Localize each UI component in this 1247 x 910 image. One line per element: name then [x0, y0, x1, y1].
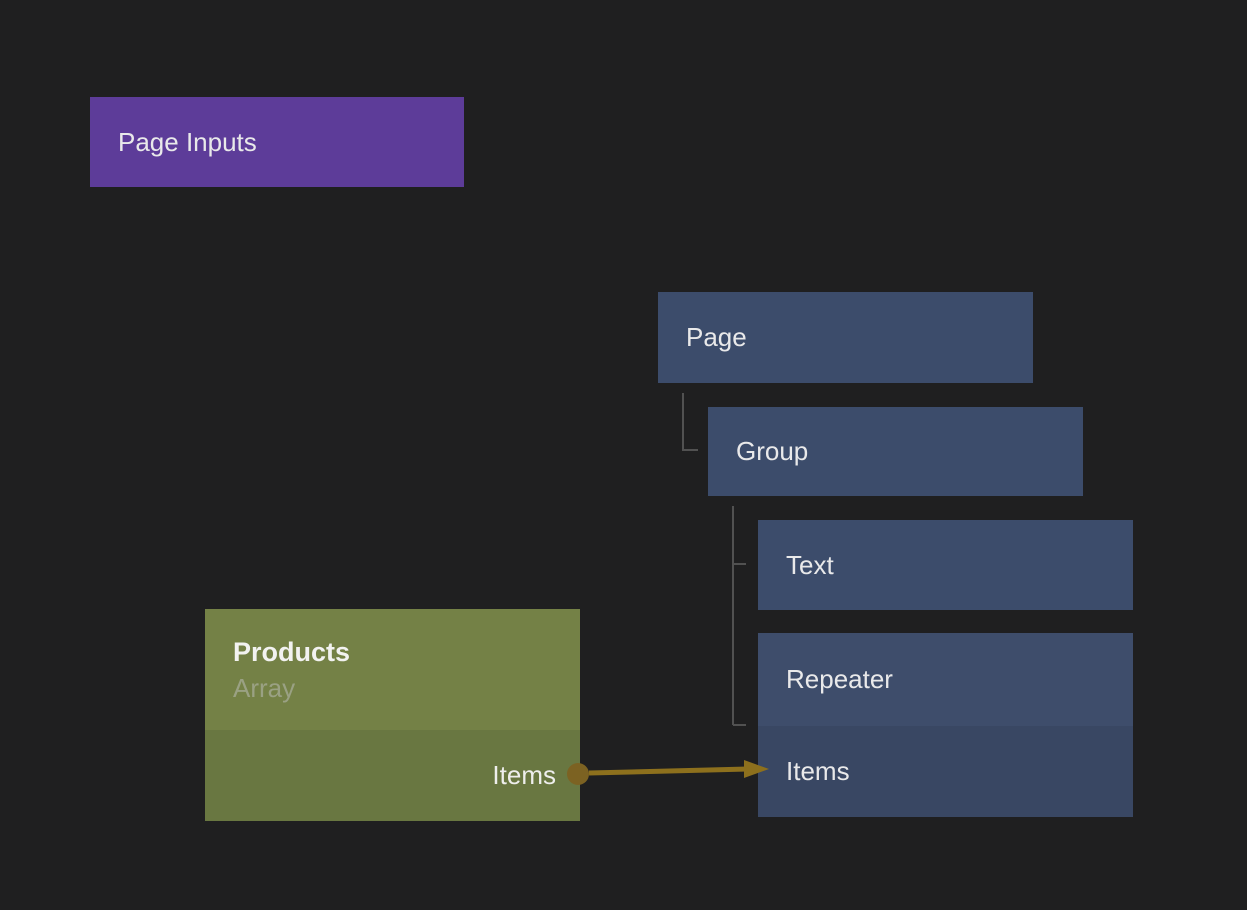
node-products[interactable]: Products Array Items [205, 609, 580, 821]
repeater-items-port-label: Items [786, 756, 850, 786]
repeater-items-input-port[interactable]: Items [758, 726, 1133, 817]
node-page[interactable]: Page [658, 292, 1033, 383]
node-page-label: Page [686, 322, 747, 352]
products-items-port-label: Items [492, 760, 556, 790]
node-text-label: Text [786, 549, 834, 580]
node-page-inputs-label: Page Inputs [118, 126, 257, 157]
tree-connector-group-children [732, 506, 746, 726]
node-repeater-label: Repeater [786, 664, 893, 694]
node-group[interactable]: Group [708, 407, 1083, 496]
node-repeater[interactable]: Repeater Items [758, 633, 1133, 817]
node-group-label: Group [736, 436, 809, 466]
node-products-header[interactable]: Products Array [205, 609, 580, 730]
tree-connector-page-group [682, 393, 698, 451]
products-items-output-port[interactable]: Items [205, 730, 580, 821]
node-text[interactable]: Text [758, 520, 1133, 610]
node-products-type-label: Array [233, 673, 296, 703]
node-repeater-header[interactable]: Repeater [758, 633, 1133, 726]
node-page-inputs[interactable]: Page Inputs [90, 97, 464, 187]
items-binding-connection[interactable] [567, 760, 769, 785]
node-products-title: Products [233, 637, 351, 667]
binding-arrow-line [588, 766, 749, 776]
